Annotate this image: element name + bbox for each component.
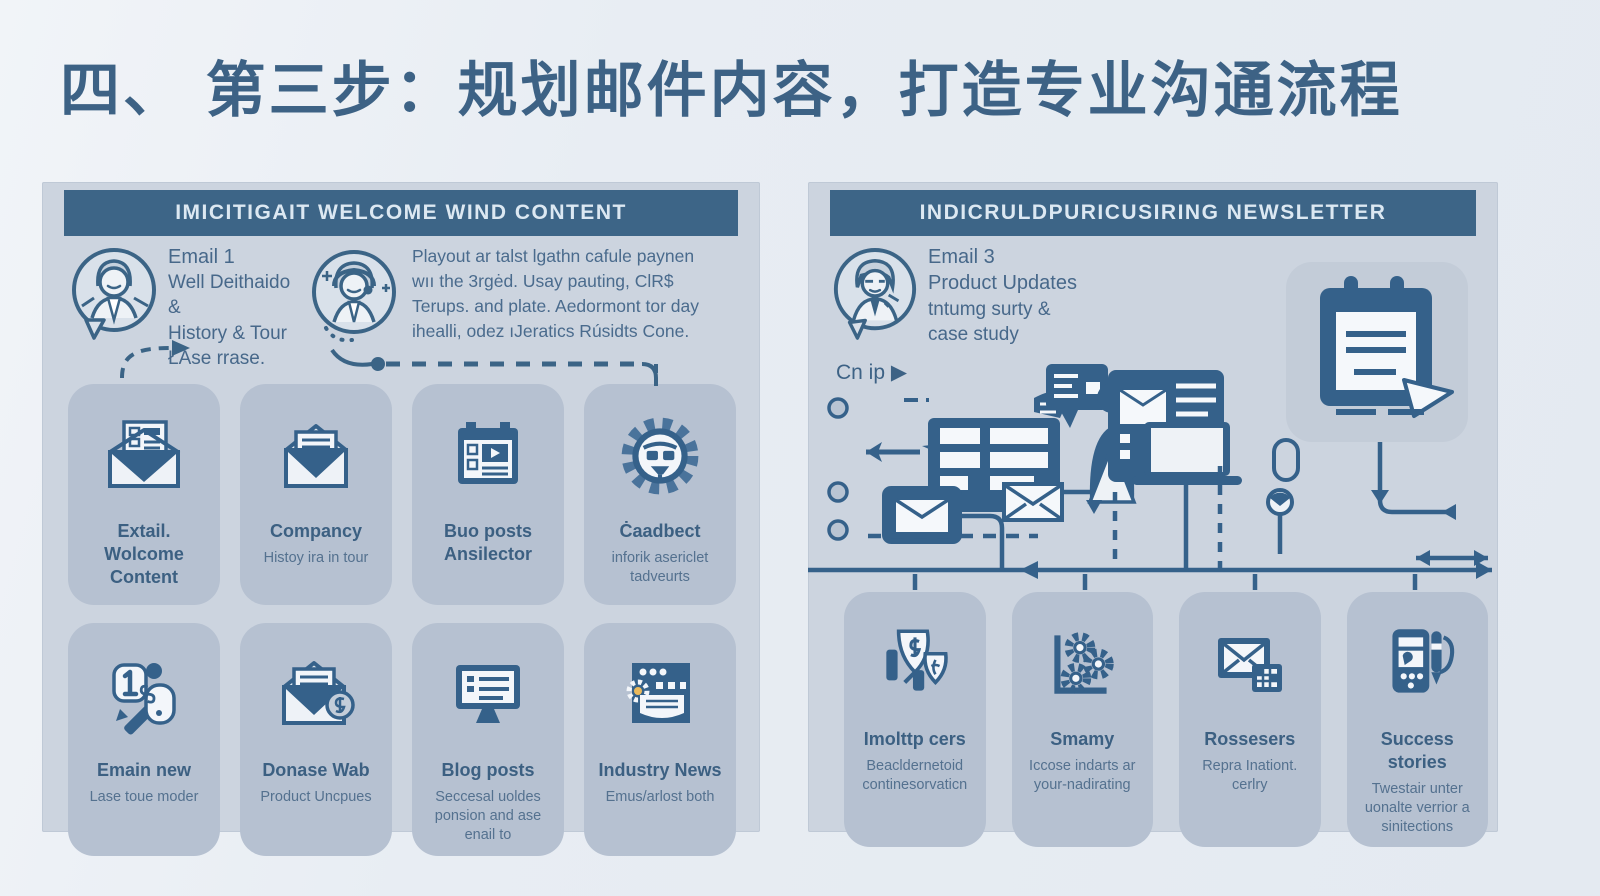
browser-news-icon [617, 647, 703, 743]
envelope-dollar-icon [273, 647, 359, 743]
calendar-video-icon [445, 408, 531, 504]
card-subtitle: Beacldernetoid continesorvaticn [862, 758, 968, 794]
email3-line: case study [928, 323, 1019, 345]
email1-group: Email 1 Well Deithaido & History & Tour … [68, 244, 294, 371]
gear-robot-icon [617, 408, 703, 504]
card-subtitle: Iccose indarts ar your-nadirating [1029, 758, 1136, 794]
pencil-note-icon [101, 647, 187, 743]
card-title: Success stories [1380, 729, 1454, 773]
card-title: Ċaadbect [619, 521, 701, 541]
card-subtitle: Lase toue moder [89, 789, 199, 806]
card-email-draft: Emain new Lase toue moder [68, 623, 220, 856]
email3-text: Email 3 Product Updates tntumg surty & c… [928, 244, 1077, 347]
card-payment-offers: Imolttp cers Beacldernetoid continesorva… [844, 592, 986, 848]
email3-group: Email 3 Product Updates tntumg surty & c… [830, 244, 1077, 347]
envelope-document-icon [101, 408, 187, 504]
left-panel-header: IMICITIGAIT WELCOME WIND CONTENT [64, 190, 738, 236]
card-title: Buo posts Ansilector [443, 521, 533, 565]
card-success-stories: Success stories Twestair unter uonalte v… [1346, 592, 1488, 848]
right-intro-row: Email 3 Product Updates tntumg surty & c… [830, 244, 1480, 347]
phone-pen-icon [1374, 616, 1460, 712]
left-cards-grid: Extail. Wolcome Content Compancy Histoy … [68, 384, 736, 856]
monitor-list-icon [445, 647, 531, 743]
card-industry-news: Industry News Emus/arlost both [584, 623, 736, 856]
note-line: ihealli, odez ıJeratics Rúsidts Cone. [412, 320, 690, 341]
card-product-updates: Donase Wab Product Uncpues [240, 623, 392, 856]
email3-line: Product Updates [928, 272, 1077, 295]
gears-icon [1039, 616, 1125, 712]
note-line: wıı the 3rgėd. Usay pauting, ClR$ [412, 270, 674, 291]
card-subtitle: Twestair unter uonalte verrior a sinitec… [1364, 781, 1470, 836]
email1-line: ŁAse rrase. [168, 347, 266, 369]
email3-line: tntumg surty & [928, 298, 1051, 320]
card-subtitle: Repra Inationt. cerlry [1202, 758, 1298, 794]
card-blog-posts: Blog posts Seccesal uoldes ponsion and a… [412, 623, 564, 856]
card-title: Donase Wab [262, 760, 370, 781]
card-subtitle: Histoy ira in tour [263, 550, 369, 567]
card-title: Smamy [1050, 729, 1115, 749]
email2-note: Playout ar talst lgathn cafule paynen wı… [412, 244, 742, 371]
left-intro-row: Email 1 Well Deithaido & History & Tour … [68, 244, 742, 371]
email2-group: Playout ar talst lgathn cafule paynen wı… [308, 244, 742, 371]
card-company-history: Compancy Histoy ira in tour [240, 384, 392, 606]
avatar-support-icon [308, 244, 400, 371]
note-line: Playout ar talst lgathn cafule paynen [412, 246, 695, 266]
card-automation: Smamy Iccose indarts ar your-nadirating [1011, 592, 1153, 848]
card-title: Emain new [96, 760, 192, 781]
email1-line: Email 1 [168, 246, 235, 268]
page-title: 四、 第三步：规划邮件内容，打造专业沟通流程 [60, 57, 1403, 124]
email3-line: Email 3 [928, 246, 995, 268]
card-newsletter-report: Rossesers Repra Inationt. cerlry [1179, 592, 1321, 848]
email1-line: Well Deithaido & [168, 272, 291, 319]
card-title: Rossesers [1204, 729, 1296, 749]
right-cards-grid: Imolttp cers Beacldernetoid continesorva… [844, 592, 1488, 848]
newsletter-panel: INDICRULDPURICUSIRING NEWSLETTER [808, 182, 1498, 848]
email1-line: History & Tour [168, 322, 287, 344]
card-subtitle: inforik asericlet tadveurts [611, 550, 709, 586]
shield-dollar-icon [872, 616, 958, 712]
card-title: Blog posts [441, 760, 535, 781]
right-panel-header: INDICRULDPURICUSIRING NEWSLETTER [830, 190, 1476, 236]
email1-text: Email 1 Well Deithaido & History & Tour … [168, 244, 294, 371]
card-title: Extail. Wolcome Content [104, 521, 184, 588]
card-subtitle: Product Uncpues [260, 789, 372, 806]
panels-container: IMICITIGAIT WELCOME WIND CONTENT [42, 182, 1498, 856]
avatar-email3-icon [830, 244, 920, 347]
card-chatbot: Ċaadbect inforik asericlet tadveurts [584, 384, 736, 606]
flow-label: Cn ip ▶ [836, 361, 908, 384]
card-title: Compancy [269, 521, 363, 541]
card-subtitle: Seccesal uoldes ponsion and ase enail to [434, 789, 542, 844]
card-welcome-content: Extail. Wolcome Content [68, 384, 220, 606]
card-video-posts: Buo posts Ansilector [412, 384, 564, 606]
note-line: Terups. and plate. Aedormont tor day [412, 295, 699, 316]
card-subtitle: Emus/arlost both [605, 789, 715, 806]
card-title: Imolttp cers [863, 729, 966, 749]
avatar-email1-icon [68, 244, 160, 371]
card-title: Industry News [598, 760, 722, 781]
envelope-letter-icon [273, 408, 359, 504]
welcome-content-panel: IMICITIGAIT WELCOME WIND CONTENT [42, 182, 760, 856]
envelope-card-icon [1207, 616, 1293, 712]
